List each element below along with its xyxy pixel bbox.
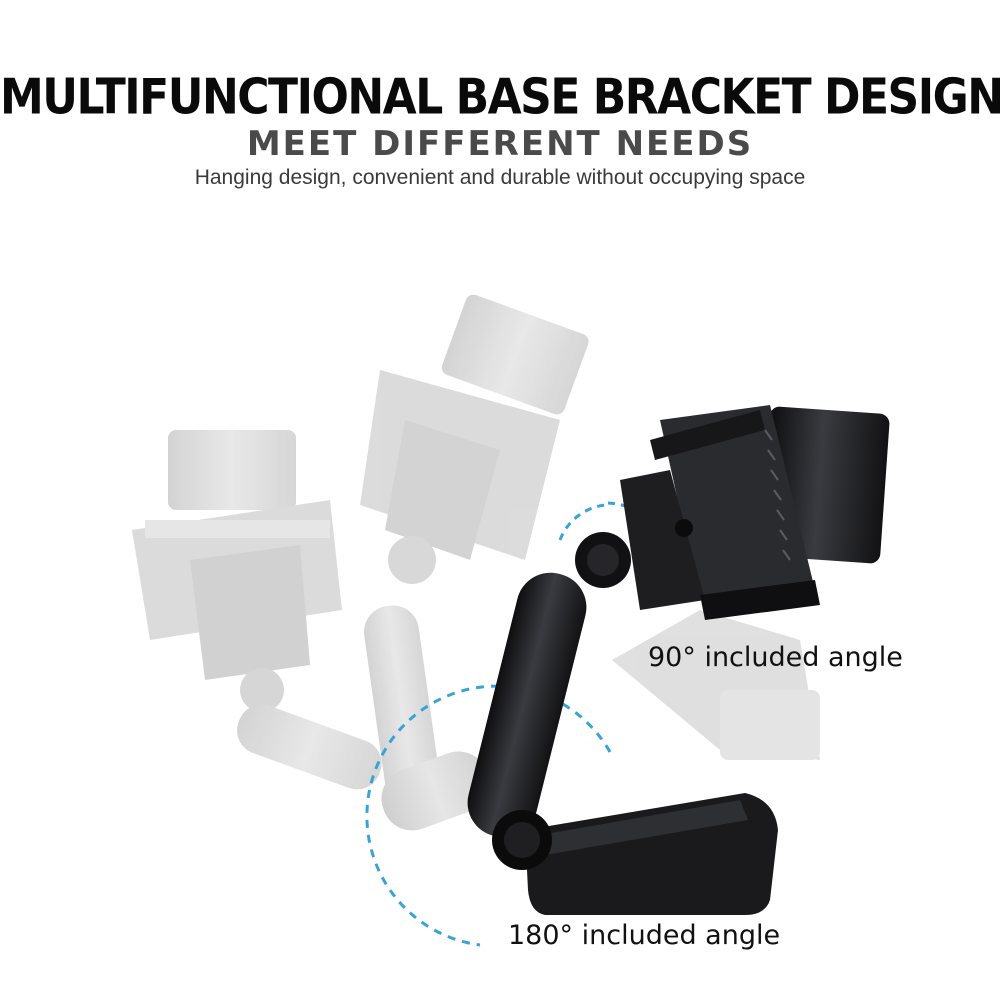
ghost-camera-middle bbox=[360, 294, 589, 815]
page-subtitle: MEET DIFFERENT NEEDS bbox=[246, 124, 754, 164]
ghost-camera-lower bbox=[612, 610, 820, 760]
bracket-arm bbox=[467, 572, 587, 838]
ghost-camera-left bbox=[132, 430, 382, 790]
angle-180-label: 180° included angle bbox=[508, 920, 781, 951]
angle-90-label: 90° included angle bbox=[648, 642, 903, 673]
webcam-camera bbox=[620, 405, 890, 620]
ghost-arm bbox=[381, 751, 490, 831]
page-description: Hanging design, convenient and durable w… bbox=[194, 166, 806, 189]
page-title: MULTIFUNCTIONAL BASE BRACKET DESIGN bbox=[0, 68, 1000, 127]
